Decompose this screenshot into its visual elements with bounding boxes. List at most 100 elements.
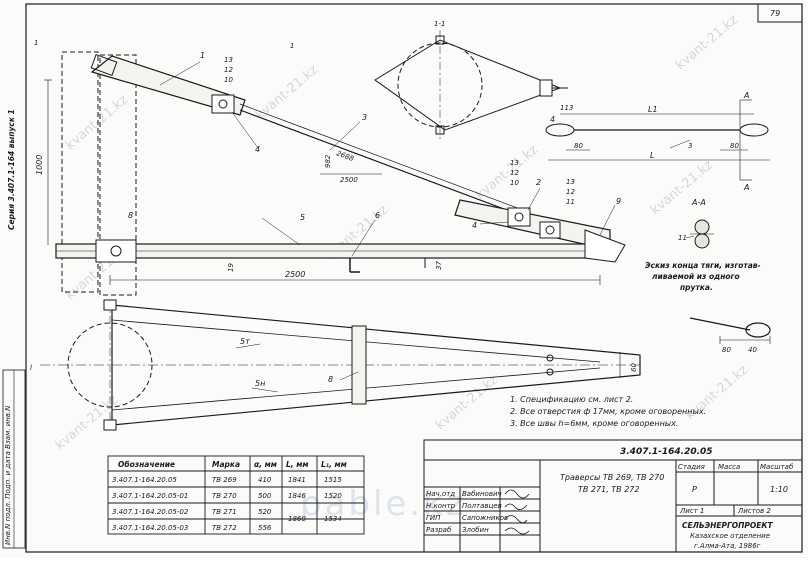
table-cell: 410 bbox=[258, 476, 272, 484]
callout-13a: 13 bbox=[224, 56, 233, 64]
note-2: 2. Все отверстия ф 17мм, кроме оговоренн… bbox=[510, 407, 706, 416]
callout-2: 2 bbox=[536, 178, 541, 187]
signature bbox=[504, 527, 530, 535]
callout-8b: 8 bbox=[328, 375, 333, 384]
section-aa-label: А-А bbox=[691, 198, 706, 207]
signature bbox=[504, 489, 530, 499]
organization-city: г.Алма-Ата, 1986г bbox=[694, 542, 761, 550]
section-a-top: А bbox=[743, 91, 749, 100]
callout-4b: 4 bbox=[472, 221, 477, 230]
callout-5: 5 bbox=[300, 213, 305, 222]
callout-8a: 8 bbox=[128, 211, 133, 220]
sheet-frame bbox=[25, 3, 803, 553]
sketch-caption-2: ливаемой из одного bbox=[652, 272, 740, 281]
plan-view bbox=[40, 299, 641, 431]
watermark: kvant-21.kz bbox=[63, 92, 131, 153]
dim-2500-rod: 2500 bbox=[340, 176, 358, 184]
callout-3: 3 bbox=[362, 113, 367, 122]
section-a-a bbox=[685, 219, 714, 249]
table-cell: 1520 bbox=[324, 492, 342, 500]
dim-19: 19 bbox=[227, 263, 235, 272]
table-cell: 556 bbox=[258, 524, 272, 532]
dim-2500: 2500 bbox=[285, 270, 305, 279]
dim-40-sketch: 40 bbox=[748, 346, 757, 354]
header-mass: Масса bbox=[718, 463, 740, 471]
sheet-number: 79 bbox=[770, 9, 780, 18]
section-1-1 bbox=[374, 30, 568, 140]
watermark: kvant-21.kz bbox=[648, 157, 716, 218]
table-header: α, мм bbox=[254, 460, 277, 469]
role: Нач.отд bbox=[426, 490, 455, 498]
sheet-number-box bbox=[757, 3, 803, 23]
table-cell: ТВ 269 bbox=[212, 476, 237, 484]
sheet-index: Лист 1 bbox=[679, 507, 704, 515]
callout-11d: 11 bbox=[678, 234, 687, 242]
signature bbox=[504, 515, 528, 524]
title-block-signatures: Нач.отд Н.контр ГИП Разраб Вабинович Пол… bbox=[426, 489, 530, 535]
table-cell: ТВ 270 bbox=[212, 492, 237, 500]
drawing-code: 3.407.1-164.20.05 bbox=[620, 447, 713, 457]
callout-113: 113 bbox=[560, 104, 573, 112]
binding-stamp: Инв.N подл. Подп. и дата Взам. инв.N bbox=[2, 369, 26, 549]
table-cell: 3.407.1-164.20.05 bbox=[112, 476, 177, 484]
person: Злобин bbox=[462, 526, 489, 534]
header-stage: Стадия bbox=[678, 463, 705, 471]
person: Полтавцев bbox=[462, 502, 502, 510]
person: Сапожников bbox=[462, 514, 508, 522]
mark-table-rows: 3.407.1-164.20.05 ТВ 269 410 1841 1515 3… bbox=[112, 476, 342, 532]
watermark: kvant-21.kz bbox=[673, 12, 741, 73]
table-header: Марка bbox=[212, 460, 240, 469]
sketch-caption-1: Эскиз конца тяги, изготав- bbox=[645, 261, 761, 270]
title-block bbox=[423, 439, 803, 553]
callout-10b: 10 bbox=[510, 179, 519, 187]
mark-table bbox=[107, 455, 365, 535]
callout-5t: 5т bbox=[240, 337, 250, 346]
table-cell: 1860 bbox=[288, 515, 306, 523]
dim-982: 982 bbox=[324, 154, 332, 168]
watermark: kvant-21.kz bbox=[473, 142, 541, 203]
organization-name: СЕЛЬЭНЕРГОПРОЕКТ bbox=[682, 521, 774, 530]
callout-13b: 13 bbox=[510, 159, 519, 167]
callout-4c: 4 bbox=[550, 115, 555, 124]
tie-rod-detail bbox=[545, 99, 770, 181]
person: Вабинович bbox=[462, 490, 502, 498]
role: Разраб bbox=[426, 526, 452, 534]
callout-1: 1 bbox=[200, 51, 205, 60]
callout-4a: 4 bbox=[255, 145, 260, 154]
watermark: kvant-21.kz bbox=[253, 62, 321, 123]
role: Н.контр bbox=[426, 502, 456, 510]
dim-80-right: 80 bbox=[730, 142, 739, 150]
dim-37: 37 bbox=[435, 261, 443, 270]
watermark-large: pable.kz bbox=[300, 484, 467, 524]
section-a-bottom: А bbox=[743, 183, 749, 192]
callout-12a: 12 bbox=[224, 66, 233, 74]
callout-9: 9 bbox=[616, 197, 621, 206]
dim-L: L bbox=[650, 151, 654, 160]
elevation-view bbox=[44, 51, 626, 296]
section-mark-left: 1 bbox=[34, 39, 38, 47]
dim-1000: 1000 bbox=[35, 155, 44, 175]
loop-end-sketch bbox=[689, 317, 771, 344]
callout-12b: 12 bbox=[510, 169, 519, 177]
organization-branch: Казахское отделение bbox=[690, 532, 770, 540]
title-name-line-2: ТВ 271, ТВ 272 bbox=[578, 485, 639, 494]
note-3: 3. Все швы h=6мм, кроме оговоренных. bbox=[510, 419, 678, 428]
binding-stamp-text: Инв.N подл. Подп. и дата Взам. инв.N bbox=[4, 405, 12, 545]
table-cell: 3.407.1-164.20.05-01 bbox=[112, 492, 188, 500]
callout-11c: 11 bbox=[566, 198, 575, 206]
section-1-1-label: 1-1 bbox=[434, 20, 445, 28]
dim-60: 60 bbox=[630, 363, 638, 372]
table-cell: ТВ 272 bbox=[212, 524, 237, 532]
callout-10a: 10 bbox=[224, 76, 233, 84]
table-cell: 1515 bbox=[324, 476, 342, 484]
table-cell: 3.407.1-164.20.05-03 bbox=[112, 524, 188, 532]
callout-12c: 12 bbox=[566, 188, 575, 196]
table-header: L, мм bbox=[286, 460, 309, 469]
callout-3-detail: 3 bbox=[688, 142, 692, 150]
callout-13c: 13 bbox=[566, 178, 575, 186]
table-cell: 1846 bbox=[288, 492, 306, 500]
series-label: Серия 3.407.1-164 выпуск 1 bbox=[7, 109, 16, 230]
table-header: L₁, мм bbox=[321, 460, 347, 469]
